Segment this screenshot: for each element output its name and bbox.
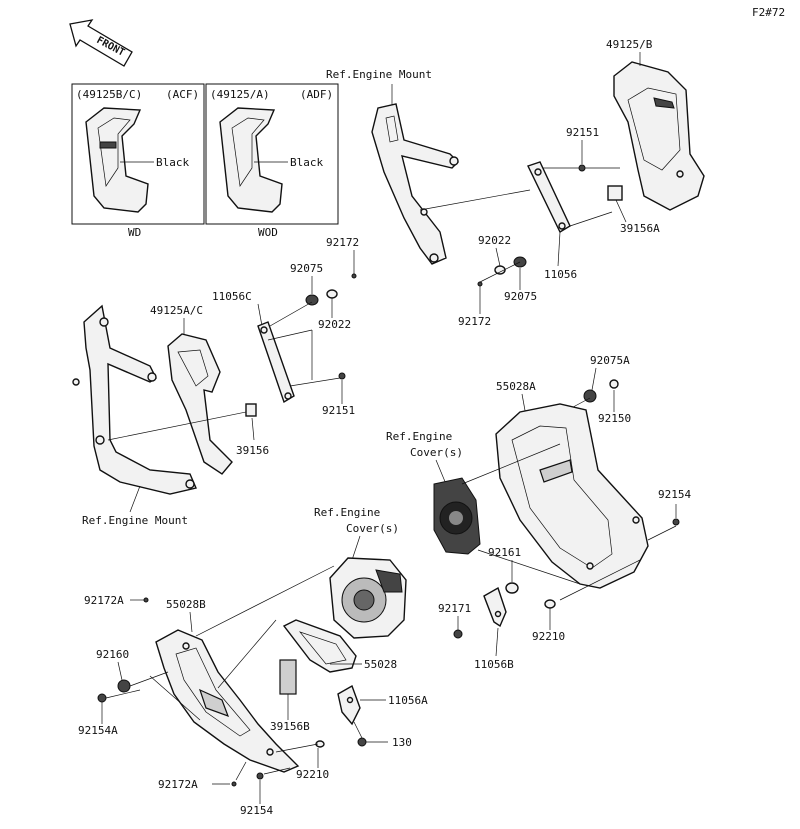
inset-right-code: (ADF)	[300, 88, 333, 101]
inset-left-part: (49125B/C)	[76, 88, 142, 101]
label-55028a: 55028A	[496, 380, 536, 393]
label-92172-mid: 92172	[326, 236, 359, 249]
collar-92161	[505, 582, 519, 594]
label-11056b: 11056B	[474, 658, 514, 671]
label-92150: 92150	[598, 412, 631, 425]
screw-92172-mid	[351, 273, 357, 279]
label-92172-top: 92172	[458, 315, 491, 328]
label-39156: 39156	[236, 444, 269, 457]
bolt-92154-bottom	[256, 772, 264, 780]
guard-55028	[282, 619, 357, 673]
bracket-11056c	[257, 321, 295, 404]
label-92075-top: 92075	[504, 290, 537, 303]
cover-55028a	[495, 403, 649, 589]
label-11056: 11056	[544, 268, 577, 281]
inset-box-wd	[71, 83, 205, 225]
bolt-92154-right	[672, 518, 680, 526]
bolt-92171	[453, 629, 463, 639]
inset-box-wod	[205, 83, 339, 225]
pad-39156	[245, 403, 257, 417]
guard-icon-wd	[85, 107, 149, 213]
label-92154a: 92154A	[78, 724, 118, 737]
engine-cover-right	[433, 477, 481, 555]
inset-left-color: Black	[156, 156, 189, 169]
engine-mount-bracket-right	[371, 103, 459, 265]
label-39156b: 39156B	[270, 720, 310, 733]
ref-engine-mount-top: Ref.Engine Mount	[326, 68, 432, 81]
label-92154-right: 92154	[658, 488, 691, 501]
screw-92172a-top	[143, 597, 149, 603]
label-11056c: 11056C	[212, 290, 252, 303]
label-11056a: 11056A	[388, 694, 428, 707]
label-49125b: 49125/B	[606, 38, 653, 51]
label-49125ac: 49125A/C	[150, 304, 203, 317]
ref-engine-cover-right-1: Ref.Engine	[386, 430, 452, 443]
label-92160: 92160	[96, 648, 129, 661]
label-92154-bottom: 92154	[240, 804, 273, 817]
label-92022-top: 92022	[478, 234, 511, 247]
label-39156a: 39156A	[620, 222, 660, 235]
label-92075a: 92075A	[590, 354, 630, 367]
ref-engine-cover-bottom-2: Cover(s)	[346, 522, 399, 535]
guard-49125ac	[167, 333, 233, 475]
label-92151-top: 92151	[566, 126, 599, 139]
ref-engine-mount-left: Ref.Engine Mount	[82, 514, 188, 527]
label-92210-bottom: 92210	[296, 768, 329, 781]
damper-92160	[117, 679, 131, 693]
collar-92210-right	[544, 599, 556, 609]
bracket-11056b	[483, 586, 507, 628]
label-92075-mid: 92075	[290, 262, 323, 275]
bolt-92151-top	[578, 164, 586, 172]
bolt-130	[357, 737, 367, 747]
collar-92210-bottom	[315, 740, 325, 748]
bracket-11056	[527, 161, 571, 233]
washer-92022-mid	[326, 289, 338, 299]
damper-92075-mid	[305, 294, 319, 306]
front-arrow-icon: FRONT	[69, 19, 133, 67]
label-130: 130	[392, 736, 412, 749]
ref-engine-cover-bottom-1: Ref.Engine	[314, 506, 380, 519]
ref-engine-cover-right-2: Cover(s)	[410, 446, 463, 459]
figure-code: F2#72	[752, 6, 785, 19]
label-55028b: 55028B	[166, 598, 206, 611]
engine-mount-bracket-left	[72, 304, 197, 495]
label-92022-mid: 92022	[318, 318, 351, 331]
screw-92172-top	[477, 281, 483, 287]
bolt-92154a	[97, 693, 107, 703]
screw-92172a-bottom	[231, 781, 237, 787]
engine-cover-bottom	[329, 557, 407, 639]
guard-icon-wod	[219, 107, 283, 213]
bracket-11056a	[337, 684, 361, 726]
label-92210-right: 92210	[532, 630, 565, 643]
pad-39156a	[607, 185, 623, 201]
label-92171: 92171	[438, 602, 471, 615]
label-92172a-bottom: 92172A	[158, 778, 198, 791]
label-92172a-top: 92172A	[84, 594, 124, 607]
cover-55028b	[155, 629, 300, 773]
label-92161: 92161	[488, 546, 521, 559]
guard-49125b	[613, 61, 705, 211]
label-55028: 55028	[364, 658, 397, 671]
bolt-92151-mid	[338, 372, 346, 380]
inset-right-color: Black	[290, 156, 323, 169]
inset-right-part: (49125/A)	[210, 88, 270, 101]
damper-92075a	[583, 389, 597, 403]
inset-left-code: (ACF)	[166, 88, 199, 101]
label-92151-mid: 92151	[322, 404, 355, 417]
pad-39156b	[279, 659, 297, 695]
bolt-92150	[609, 379, 619, 389]
inset-left-footer: WD	[128, 226, 141, 239]
inset-right-footer: WOD	[258, 226, 278, 239]
